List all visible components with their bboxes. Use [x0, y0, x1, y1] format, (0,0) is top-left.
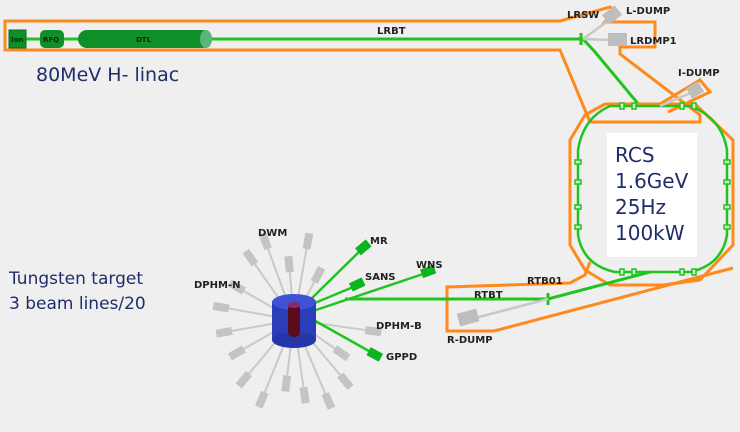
spoke-instrument — [284, 255, 294, 273]
spoke-instrument — [258, 232, 272, 250]
spoke-instrument — [299, 386, 310, 404]
rdump-block — [456, 308, 480, 327]
rcs-frequency: 25Hz — [615, 195, 666, 219]
rtbt-label: RTBT — [474, 290, 503, 301]
tungsten-target — [272, 294, 316, 348]
rfq: RFQ — [40, 30, 64, 48]
ion-source: Ion — [8, 29, 27, 49]
wns-label: WNS — [416, 260, 443, 271]
rtbt-beamline — [345, 270, 651, 301]
rcs-power: 100kW — [615, 221, 685, 245]
idump-tunnel-outline — [659, 78, 713, 114]
dphm-n-label: DPHM-N — [194, 280, 240, 291]
target-title: Tungsten target — [8, 269, 143, 289]
sans-label: SANS — [365, 272, 396, 283]
spoke-instrument — [337, 372, 354, 390]
spoke-instrument — [364, 326, 382, 337]
spoke-instrument — [332, 345, 351, 362]
lrdmp1-label: LRDMP1 — [630, 36, 677, 47]
svg-text:RFQ: RFQ — [43, 36, 59, 44]
lrdmp1-branch — [582, 37, 611, 42]
gppd-label: GPPD — [386, 352, 417, 363]
rcs-info-box — [607, 133, 697, 257]
dwm-label: DWM — [258, 228, 287, 239]
mr-label: MR — [370, 236, 388, 247]
spoke-instrument — [255, 390, 269, 409]
spoke-instrument — [212, 301, 230, 313]
spoke-instrument — [227, 279, 246, 295]
lrbt-to-rcs-beamline — [581, 37, 642, 107]
target-subtitle: 3 beam lines/20 — [9, 294, 146, 314]
ldump-block — [602, 5, 622, 25]
rcs-beam-ring — [576, 104, 729, 274]
rcs-energy: 1.6GeV — [615, 169, 689, 193]
wns-instrument — [420, 264, 437, 279]
rcs-name: RCS — [615, 143, 655, 167]
green-beamlines — [309, 246, 436, 357]
linac-title: 80MeV H- linac — [36, 64, 179, 86]
rtbt-tunnel-outline — [445, 261, 734, 333]
dphm-b-label: DPHM-B — [376, 321, 422, 332]
mr-instrument — [355, 239, 372, 256]
spoke-instrument — [227, 345, 246, 361]
rcs-magnets — [574, 102, 731, 276]
rcs-tunnel-outline — [568, 102, 735, 287]
sans-instrument — [348, 277, 366, 292]
rtb01-label: RTB01 — [527, 276, 563, 287]
spoke-instrument — [215, 327, 233, 338]
dtl: DTL — [78, 30, 212, 48]
rdump-label: R-DUMP — [447, 335, 493, 346]
spoke-instrument — [310, 266, 326, 284]
spoke-instrument — [242, 248, 259, 267]
lrbt-label: LRBT — [377, 26, 406, 37]
rdump-branch — [474, 297, 549, 320]
spoke-instrument — [302, 232, 314, 250]
spoke-instrument — [235, 371, 253, 389]
svg-text:Ion: Ion — [11, 36, 23, 44]
ldump-label: L-DUMP — [626, 6, 670, 17]
gppd-instrument — [366, 347, 384, 362]
idump-branch — [659, 90, 694, 108]
svg-text:DTL: DTL — [136, 36, 152, 44]
spoke-instrument — [281, 375, 292, 392]
idump-label: I-DUMP — [678, 68, 720, 79]
target-spokes — [212, 232, 382, 410]
idump-block — [685, 81, 705, 99]
spoke-instrument — [321, 392, 336, 410]
lrdmp1-block — [608, 33, 627, 46]
lrsw-label: LRSW — [567, 10, 599, 21]
